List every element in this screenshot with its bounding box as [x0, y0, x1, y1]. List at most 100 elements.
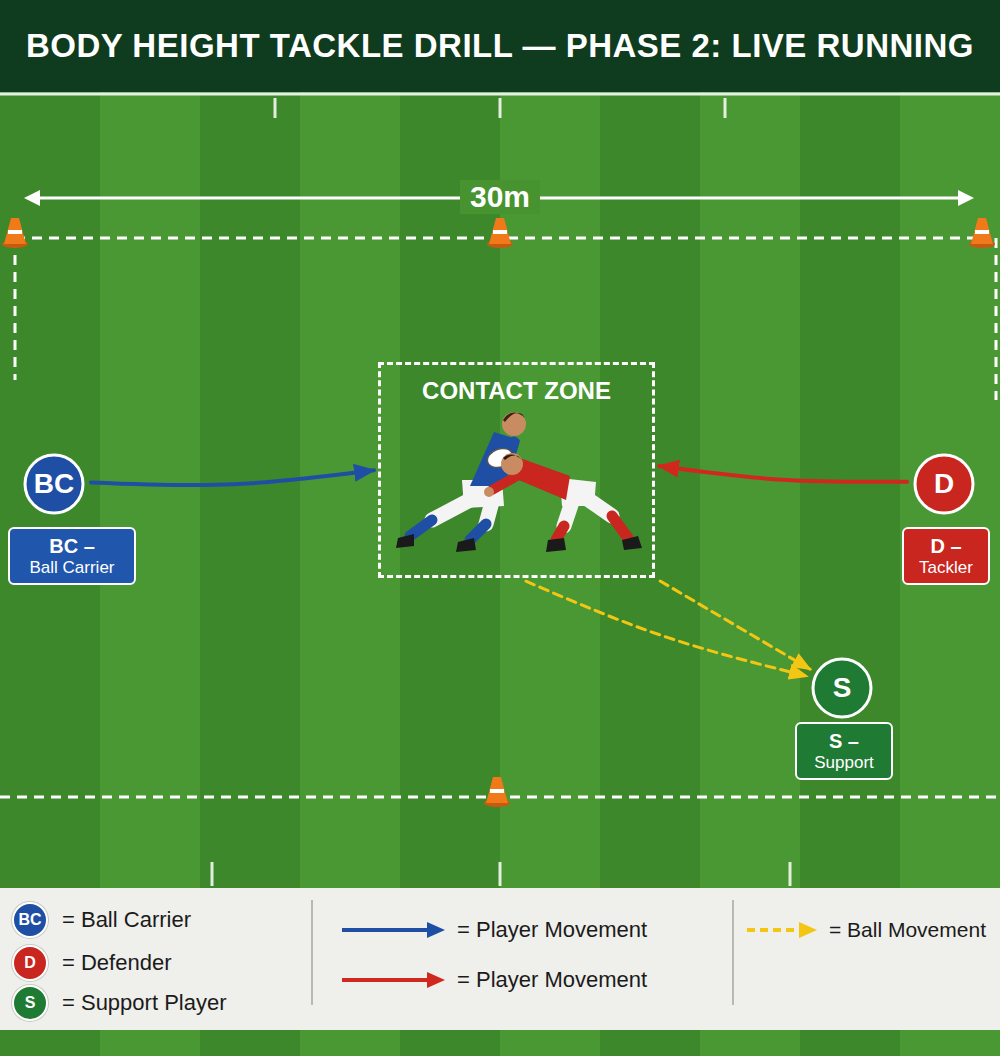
marker-cone	[487, 218, 513, 248]
node-body: Ball Carrier	[29, 558, 114, 578]
legend-arrow-head	[427, 972, 445, 988]
role-tag: BC –Ball Carrier	[8, 527, 136, 585]
player-circle: S	[811, 657, 873, 719]
grid-boundary	[995, 238, 998, 400]
ball-carrier-figure	[410, 520, 432, 536]
pitch-tick	[211, 862, 214, 886]
legend-text: = Player Movement	[457, 967, 647, 993]
node-text-block: D	[934, 467, 954, 501]
node-text-block: S –Support	[814, 729, 874, 773]
title-layer: BODY HEIGHT TACKLE DRILL — PHASE 2: LIVE…	[0, 0, 1000, 92]
ball-carrier-figure	[502, 412, 526, 436]
circle-outline	[913, 453, 975, 515]
node-heading: BC	[34, 467, 74, 501]
legend-line	[342, 928, 431, 932]
role-tag: D –Tackler	[902, 527, 990, 585]
legend-line-sample	[340, 970, 445, 990]
node-heading: S –	[814, 729, 874, 753]
legend-line	[342, 978, 431, 982]
circle-outline	[23, 453, 85, 515]
pitch-tick	[212, 98, 790, 886]
diagram-title: BODY HEIGHT TACKLE DRILL — PHASE 2: LIVE…	[26, 27, 974, 65]
legend-symbol-text: S	[25, 994, 36, 1012]
distance-label: 30m	[460, 180, 540, 214]
node-heading: S	[833, 671, 852, 705]
node-heading: D –	[919, 534, 973, 558]
tackler-figure	[501, 453, 523, 475]
tackler-figure	[503, 454, 522, 460]
grid-boundary	[0, 238, 1000, 797]
legend-symbol-text: D	[24, 954, 36, 972]
node-body: Tackler	[919, 558, 973, 578]
legend-text: = Support Player	[62, 990, 226, 1016]
pitch-tick	[724, 98, 727, 118]
movement-arrow	[659, 466, 907, 482]
tackler-figure	[612, 516, 628, 538]
ball-carrier-figure	[396, 412, 526, 552]
player-circle: D	[913, 453, 975, 515]
title-band	[0, 0, 1000, 92]
marker-cone	[8, 230, 22, 234]
pitch-tick	[499, 862, 502, 886]
pitch-tick	[499, 98, 502, 118]
tackler-figure	[546, 538, 566, 552]
node-heading: D	[934, 467, 954, 501]
marker-cone	[489, 218, 511, 244]
player-circle: BC	[23, 453, 85, 515]
node-text-block: CONTACT ZONE	[422, 377, 611, 406]
marker-cone	[971, 218, 993, 244]
legend-row: BC = Ball Carrier	[12, 902, 191, 938]
tackler-figure	[556, 526, 564, 540]
marker-cone	[2, 218, 28, 248]
circle-fill	[915, 455, 973, 513]
legend-text: = Defender	[62, 950, 171, 976]
grid-boundary	[14, 238, 17, 380]
legend-line-sample	[745, 920, 817, 940]
tackler-figure	[484, 453, 642, 552]
legend-divider	[732, 900, 734, 1005]
legend-row: D = Defender	[12, 945, 171, 981]
legend-text: = Ball Movement	[829, 918, 986, 942]
node-text-block: BC –Ball Carrier	[29, 534, 114, 578]
distance-arrow	[24, 190, 40, 206]
pitch-tick	[789, 862, 792, 886]
legend-panel	[0, 888, 1000, 1030]
distance-arrow	[30, 197, 968, 200]
legend-symbol-text: BC	[18, 911, 41, 929]
node-heading: BC –	[29, 534, 114, 558]
marker-cone	[2, 218, 995, 807]
legend-swatch: BC	[12, 902, 48, 938]
distance-arrow	[958, 190, 974, 206]
movement-arrow	[91, 470, 374, 485]
marker-cone	[493, 230, 507, 234]
marker-cone	[975, 230, 989, 234]
distance-arrow	[24, 190, 974, 206]
legend-swatch: D	[12, 945, 48, 981]
title-rule	[0, 93, 1000, 96]
circle-fill	[25, 455, 83, 513]
ball-pass-arrow	[660, 581, 810, 669]
circle-outline	[811, 657, 873, 719]
node-body: Support	[814, 753, 874, 773]
marker-cone	[4, 218, 26, 244]
legend-line	[747, 928, 803, 932]
marker-cone	[490, 789, 504, 793]
node-text-block: S	[833, 671, 852, 705]
legend-row: = Player Movement	[340, 962, 647, 998]
legend-line-sample	[340, 920, 445, 940]
ball-pass-arrow	[526, 581, 807, 676]
legend-text: = Player Movement	[457, 917, 647, 943]
tackler-figure	[622, 536, 642, 550]
legend-text: = Ball Carrier	[62, 907, 191, 933]
role-tag: S –Support	[795, 722, 893, 780]
marker-cone	[969, 218, 995, 248]
circle-fill	[813, 659, 871, 717]
marker-cone	[484, 777, 510, 807]
contact-zone: CONTACT ZONE	[378, 362, 655, 578]
